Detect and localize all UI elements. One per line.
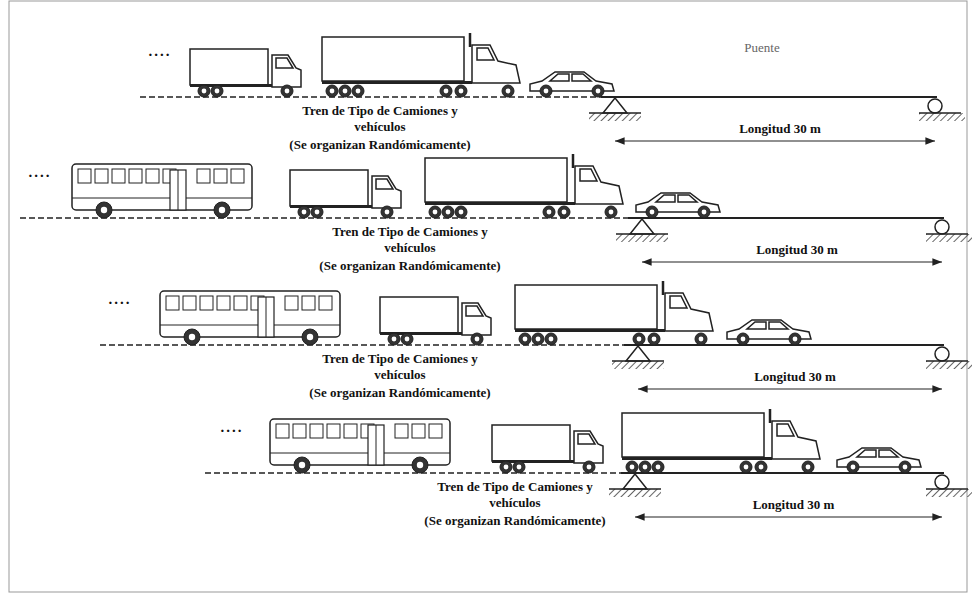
semi-icon bbox=[622, 409, 820, 473]
length-dimension: Longitud 30 m bbox=[753, 497, 835, 513]
continuation-dots: .... bbox=[29, 163, 52, 182]
caption-text: (Se organizan Randómicamente) bbox=[309, 385, 490, 401]
length-dimension: Longitud 30 m bbox=[754, 369, 836, 385]
caption-text: (Se organizan Randómicamente) bbox=[424, 513, 605, 529]
caption-text: Tren de Tipo de Camiones y vehículos bbox=[415, 479, 615, 512]
semi-icon bbox=[515, 281, 713, 345]
length-dimension: Longitud 30 m bbox=[756, 242, 838, 258]
truck-icon bbox=[492, 425, 603, 473]
bridge-label: Puente bbox=[744, 40, 779, 56]
dimension-arrow bbox=[638, 388, 942, 389]
semi-icon bbox=[425, 154, 623, 218]
dimension-arrow bbox=[642, 261, 942, 262]
caption-text: (Se organizan Randómicamente) bbox=[289, 137, 470, 153]
car-icon bbox=[727, 320, 811, 345]
bus-icon bbox=[270, 419, 450, 473]
caption-text: (Se organizan Randómicamente) bbox=[319, 258, 500, 274]
semi-icon bbox=[322, 33, 520, 97]
caption-text: Tren de Tipo de Camiones y vehículos bbox=[300, 351, 500, 384]
vehicle-row bbox=[20, 154, 972, 262]
vehicle-row bbox=[140, 33, 965, 141]
car-icon bbox=[530, 72, 614, 97]
truck-icon bbox=[290, 170, 401, 218]
continuation-dots: .... bbox=[221, 418, 244, 437]
bus-icon bbox=[160, 291, 340, 345]
truck-icon bbox=[380, 297, 491, 345]
dimension-arrow bbox=[615, 140, 935, 141]
continuation-dots: .... bbox=[109, 290, 132, 309]
vehicle-row bbox=[205, 409, 972, 517]
dimension-arrow bbox=[635, 516, 942, 517]
vehicle-row bbox=[100, 281, 972, 389]
car-icon bbox=[636, 193, 720, 218]
continuation-dots: .... bbox=[149, 42, 172, 61]
bus-icon bbox=[72, 164, 252, 218]
truck-icon bbox=[190, 49, 301, 97]
caption-text: Tren de Tipo de Camiones y vehículos bbox=[280, 103, 480, 136]
length-dimension: Longitud 30 m bbox=[739, 121, 821, 137]
car-icon bbox=[837, 448, 921, 473]
caption-text: Tren de Tipo de Camiones y vehículos bbox=[310, 224, 510, 257]
figure-frame bbox=[9, 1, 967, 592]
